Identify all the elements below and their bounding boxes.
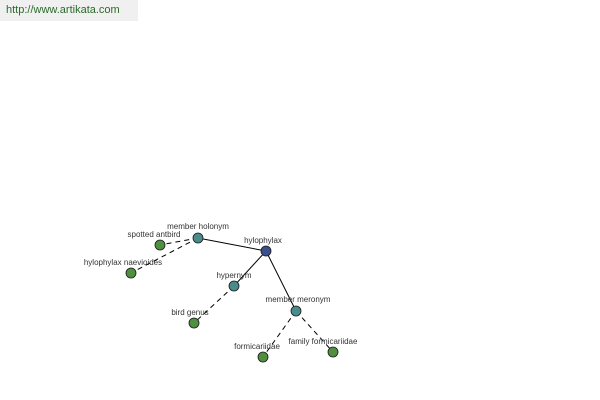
nodes-layer xyxy=(125,232,339,363)
edge-member-meronym-formicariidae xyxy=(262,310,297,358)
url-link[interactable]: http://www.artikata.com xyxy=(0,0,138,21)
node-label-spotted-antbird[interactable]: spotted antbird xyxy=(128,230,181,239)
node-family-formicariidae[interactable] xyxy=(327,346,339,358)
edge-hypernym-bird-genus xyxy=(193,285,235,324)
edge-member-meronym-family-formicariidae xyxy=(295,310,334,353)
edge-hylophylax-member-meronym xyxy=(265,250,297,312)
node-hypernym[interactable] xyxy=(228,280,240,292)
node-label-member-holonym[interactable]: member holonym xyxy=(167,222,229,231)
node-label-bird-genus[interactable]: bird genus xyxy=(171,308,208,317)
labels-layer: hylophylax member holonym hypernym member m… xyxy=(84,222,358,351)
node-label-family-formicariidae[interactable]: family formicariidae xyxy=(289,337,358,346)
node-label-formicariidae[interactable]: formicariidae xyxy=(234,342,280,351)
node-hylophylax-naevioides[interactable] xyxy=(125,267,137,279)
node-hylophylax[interactable] xyxy=(260,245,272,257)
node-label-hylophylax-naevioides[interactable]: hylophylax naevioides xyxy=(84,258,162,267)
node-label-hypernym[interactable]: hypernym xyxy=(216,271,251,280)
node-bird-genus[interactable] xyxy=(188,317,200,329)
node-member-meronym[interactable] xyxy=(290,305,302,317)
node-formicariidae[interactable] xyxy=(257,351,269,363)
node-member-holonym[interactable] xyxy=(192,232,204,244)
node-spotted-antbird[interactable] xyxy=(154,239,166,251)
edge-member-holonym-hylophylax-naevioides xyxy=(130,237,199,274)
edges-layer xyxy=(130,237,334,358)
edge-member-holonym-spotted-antbird xyxy=(159,237,199,246)
node-label-hylophylax[interactable]: hylophylax xyxy=(244,236,282,245)
node-label-member-meronym[interactable]: member meronym xyxy=(266,295,331,304)
edge-hylophylax-hypernym xyxy=(233,250,267,287)
edge-hylophylax-member-holonym xyxy=(197,237,267,252)
